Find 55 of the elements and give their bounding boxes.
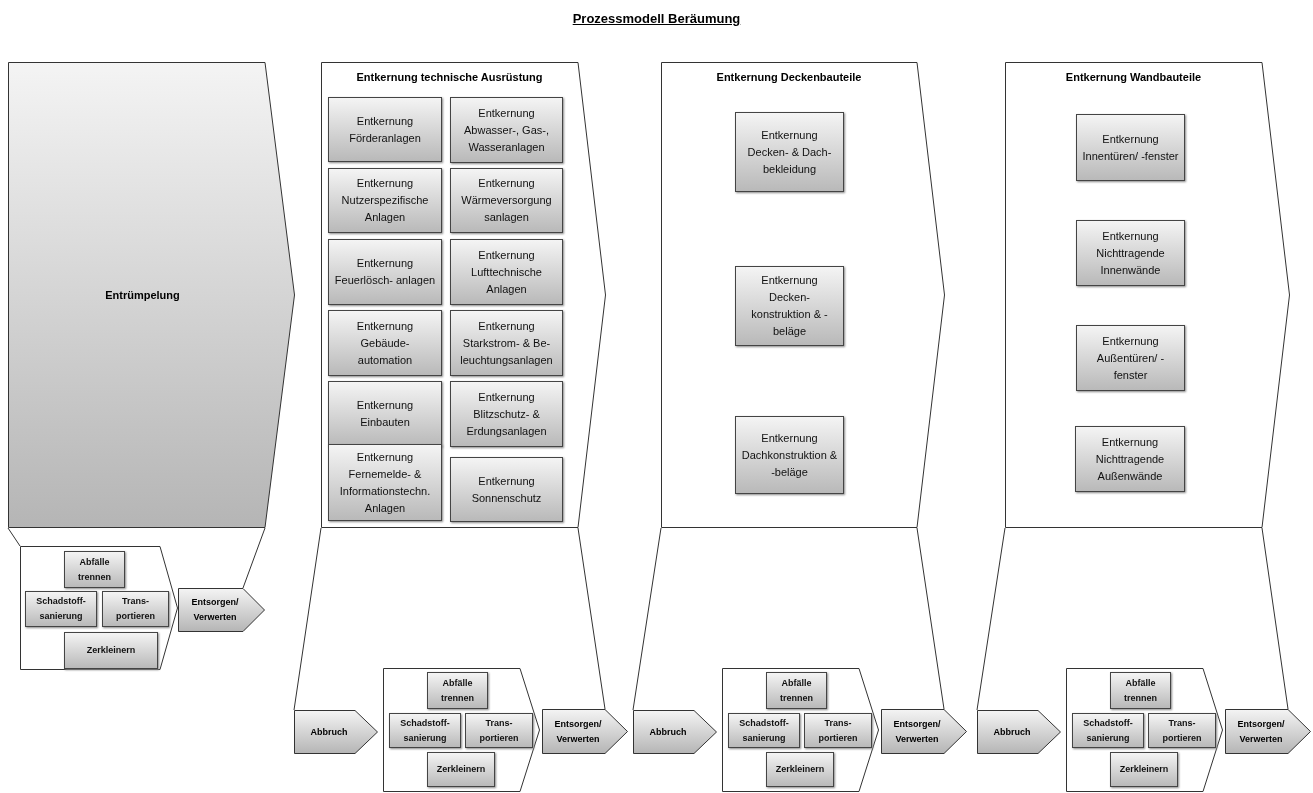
process-box: Zerkleinern <box>64 632 158 669</box>
stage-title: Entkernung Wandbauteile <box>1064 71 1203 83</box>
process-box: Schadstoff- sanierung <box>1072 713 1144 748</box>
process-box: Entkernung Gebäude- automation <box>328 310 442 376</box>
process-box: Trans- portieren <box>804 713 872 748</box>
process-box: Entkernung Decken- konstruktion & -beläge <box>735 266 844 346</box>
process-box: Entkernung Feuerlösch- anlagen <box>328 239 442 305</box>
process-step: Entsorgen/ Verwerten <box>1225 709 1311 754</box>
process-step: Entsorgen/ Verwerten <box>178 588 265 632</box>
process-box: Abfälle trennen <box>766 672 827 709</box>
process-box: Schadstoff- sanierung <box>25 591 97 627</box>
process-box: Abfälle trennen <box>1110 672 1171 709</box>
process-box: Entkernung Sonnenschutz <box>450 457 563 522</box>
process-box: Zerkleinern <box>427 752 495 787</box>
diagram-title: Prozessmodell Beräumung <box>572 11 741 26</box>
process-box: Entkernung Abwasser-, Gas-, Wasseranlagen <box>450 97 563 163</box>
process-box: Entkernung Förderanlagen <box>328 97 442 162</box>
process-step: Abbruch <box>977 710 1061 754</box>
process-box: Schadstoff- sanierung <box>389 713 461 748</box>
process-step: Abbruch <box>294 710 378 754</box>
process-box: Trans- portieren <box>1148 713 1216 748</box>
process-box: Zerkleinern <box>766 752 834 787</box>
process-step: Abbruch <box>633 710 717 754</box>
stage-title: Entkernung Deckenbauteile <box>715 71 863 83</box>
connector-line <box>632 527 662 711</box>
process-box: Entkernung Starkstrom- & Be- leuchtungsanlagen <box>450 310 563 376</box>
process-box: Entkernung Lufttechnische Anlagen <box>450 239 563 305</box>
process-box: Abfälle trennen <box>427 672 488 709</box>
process-box: Entkernung Einbauten <box>328 381 442 447</box>
process-step: Entsorgen/ Verwerten <box>881 709 967 754</box>
process-step: Entrümpelung <box>8 62 295 528</box>
process-box: Entkernung Dachkonstruktion & -beläge <box>735 416 844 494</box>
connector-line <box>976 527 1006 711</box>
process-box: Entkernung Wärmeversorgung sanlagen <box>450 168 563 233</box>
process-box: Entkernung Außentüren/ -fenster <box>1076 325 1185 391</box>
process-box: Entkernung Nutzerspezifische Anlagen <box>328 168 442 233</box>
process-box: Trans- portieren <box>102 591 169 627</box>
connector-line <box>293 527 322 711</box>
process-box: Zerkleinern <box>1110 752 1178 787</box>
process-box: Entkernung Blitzschutz- & Erdungsanlagen <box>450 381 563 447</box>
process-box: Entkernung Innentüren/ -fenster <box>1076 114 1185 181</box>
process-box: Entkernung Decken- & Dach- bekleidung <box>735 112 844 192</box>
process-box: Abfälle trennen <box>64 551 125 588</box>
process-box: Entkernung Fernemelde- & Informationstechn. Anlagen <box>328 444 442 521</box>
connector-line <box>1261 527 1289 710</box>
connector-line <box>916 527 945 710</box>
process-step: Entsorgen/ Verwerten <box>542 709 628 754</box>
process-box: Entkernung Nichttragende Innenwände <box>1076 220 1185 286</box>
process-box: Schadstoff- sanierung <box>728 713 800 748</box>
connector-line <box>242 527 266 589</box>
stage-title: Entkernung technische Ausrüstung <box>355 71 544 83</box>
connector-line <box>577 527 606 710</box>
process-box: Trans- portieren <box>465 713 533 748</box>
connector-line <box>7 527 21 547</box>
process-box: Entkernung Nichttragende Außenwände <box>1075 426 1185 492</box>
